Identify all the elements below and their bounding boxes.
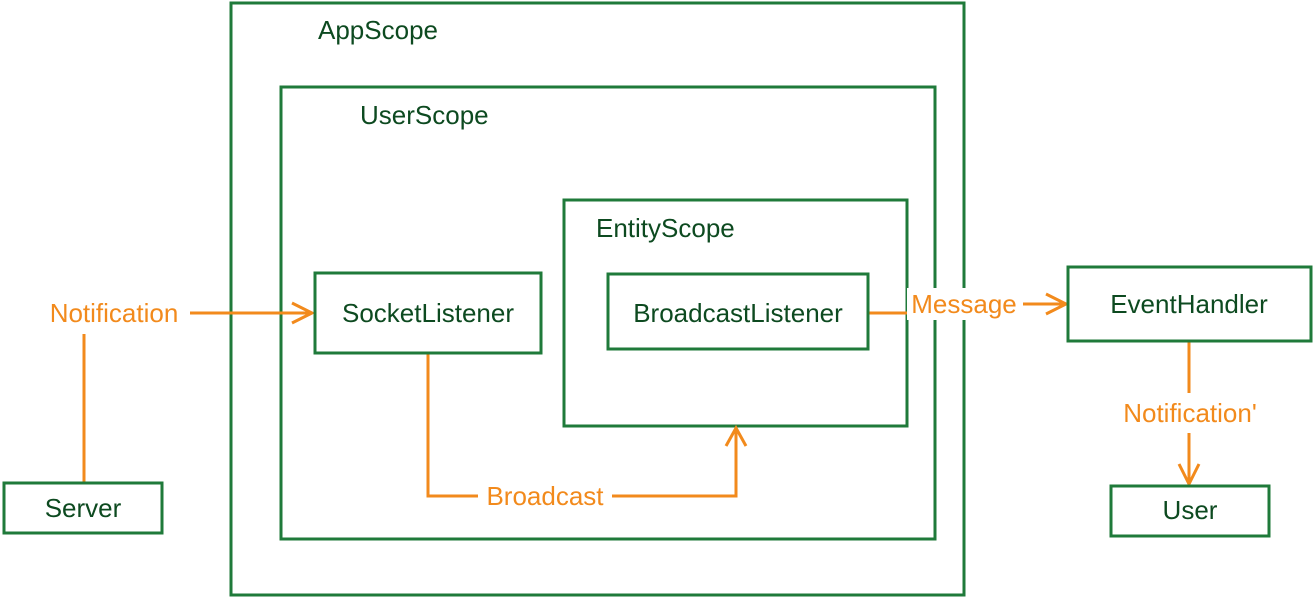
server-label: Server xyxy=(45,493,122,523)
notification-arrowhead xyxy=(291,301,316,325)
message-label: Message xyxy=(911,289,1017,319)
user-box xyxy=(1109,484,1271,538)
broadcast-arrowhead xyxy=(724,424,748,447)
broadcast-listener-label: BroadcastListener xyxy=(633,298,843,328)
user-scope-label: UserScope xyxy=(360,100,489,130)
user-label: User xyxy=(1163,495,1218,525)
event-handler-label: EventHandler xyxy=(1110,289,1268,319)
notification-label: Notification xyxy=(50,298,179,328)
event-handler-box xyxy=(1066,265,1313,343)
broadcast-listener-box xyxy=(606,272,870,351)
message-label-bg xyxy=(907,288,1023,320)
socket-listener-label: SocketListener xyxy=(342,298,514,328)
notification-prime-label: Notification' xyxy=(1123,398,1257,428)
notification-prime-arrowhead xyxy=(1177,463,1201,488)
broadcast-label: Broadcast xyxy=(486,481,604,511)
app-scope-label: AppScope xyxy=(318,15,438,45)
broadcast-label-bg xyxy=(478,482,612,512)
message-arrowhead xyxy=(1045,292,1070,316)
socket-listener-box xyxy=(313,271,543,355)
server-box xyxy=(2,481,164,535)
entity-scope-label: EntityScope xyxy=(596,213,735,243)
